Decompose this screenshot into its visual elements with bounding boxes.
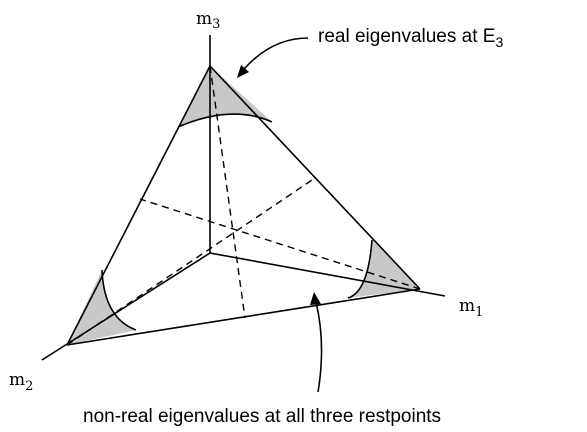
annotation-arrow-top [243, 37, 309, 70]
axis-m1 [209, 252, 446, 297]
shaded-region-top [178, 66, 272, 127]
axis-label-m3: m3 [196, 9, 220, 32]
dashed-line-2 [66, 177, 316, 346]
dashed-line-1 [209, 65, 246, 319]
simplex-edge-left [66, 65, 211, 346]
region-boundary-left [101, 269, 137, 331]
simplex-edge-bottom [66, 288, 421, 346]
shaded-region-left [67, 270, 136, 345]
region-boundary-right [347, 239, 373, 299]
annotation-arrow-bottom [315, 301, 323, 393]
axis-label-m2: m2 [9, 370, 33, 394]
dashed-line-3 [139, 198, 421, 290]
annotation-top: real eigenvalues at E3 [318, 26, 503, 50]
axis-label-m1: m1 [459, 296, 483, 320]
annotation-bottom: non-real eigenvalues at all three restpo… [83, 406, 441, 427]
annotation-arrowhead-top [237, 65, 249, 78]
region-boundary-top [177, 113, 273, 128]
annotation-arrowhead-bottom [310, 292, 321, 305]
simplex-edge-right [209, 65, 421, 290]
